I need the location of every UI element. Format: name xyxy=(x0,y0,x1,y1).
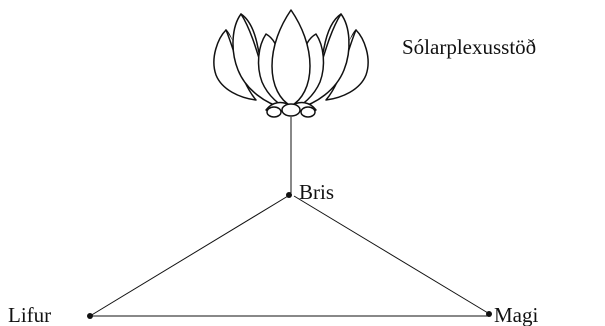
label-magi: Magi xyxy=(494,303,538,326)
lotus-label: Sólarplexusstöð xyxy=(402,35,536,59)
edge-bris-lifur xyxy=(89,195,289,317)
node-lifur xyxy=(87,313,93,319)
node-bris xyxy=(286,192,292,198)
edge-bris-magi xyxy=(293,195,489,314)
label-bris: Bris xyxy=(299,180,334,204)
lotus-icon xyxy=(213,9,369,118)
label-lifur: Lifur xyxy=(8,303,51,326)
node-magi xyxy=(486,311,492,317)
